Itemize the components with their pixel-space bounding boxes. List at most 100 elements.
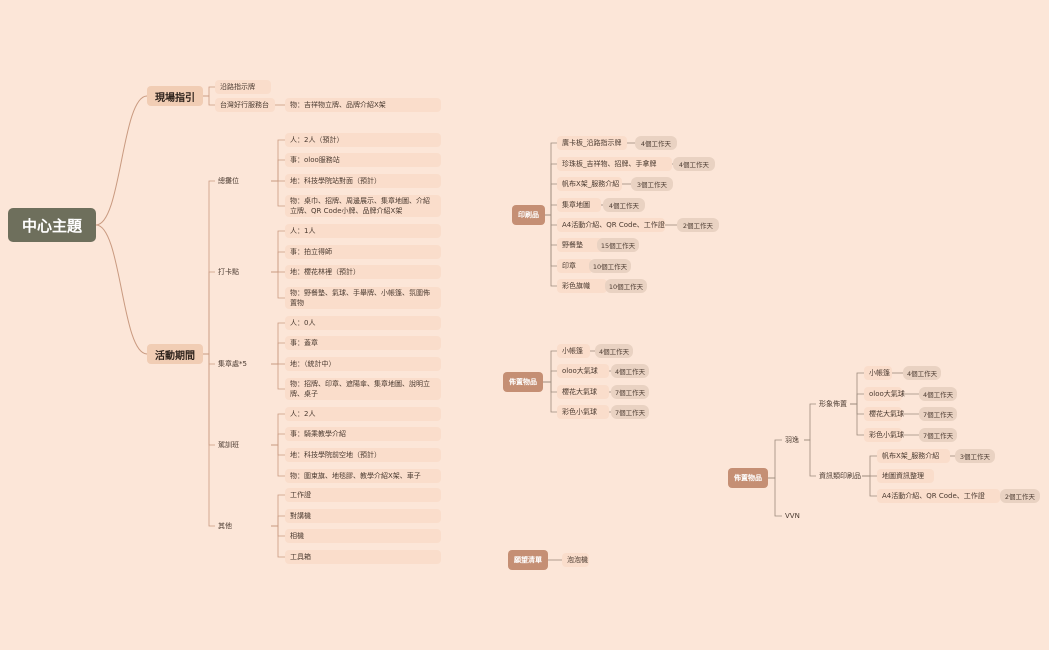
connector-line bbox=[850, 393, 864, 405]
decor-item[interactable]: 彩色小氣球 bbox=[557, 405, 609, 419]
print-item-days: 4個工作天 bbox=[635, 136, 677, 150]
decor-item-days: 7個工作天 bbox=[611, 385, 649, 399]
activity-group[interactable]: 打卡點 bbox=[218, 268, 239, 276]
print-item-days: 4個工作天 bbox=[603, 198, 645, 212]
activity-item[interactable]: 對講機 bbox=[285, 509, 441, 523]
print-item[interactable]: 珍珠板_吉祥物、招牌、手拿牌 bbox=[557, 157, 672, 171]
activity-item[interactable]: 地：（統計中） bbox=[285, 357, 441, 371]
main-topic-activity[interactable]: 活動期間 bbox=[147, 344, 203, 364]
decor2-item-days: 4個工作天 bbox=[919, 387, 957, 401]
decor2-item-days: 2個工作天 bbox=[1000, 489, 1040, 503]
print-item-days: 4個工作天 bbox=[673, 157, 715, 171]
connector-line bbox=[543, 381, 557, 393]
activity-item[interactable]: 地：櫻花林裡（預計） bbox=[285, 265, 441, 279]
connector-line bbox=[203, 95, 215, 106]
print-item[interactable]: 印章 bbox=[557, 259, 593, 273]
decor2-item[interactable]: 小帳篷 bbox=[864, 366, 892, 380]
decor2-item-days: 4個工作天 bbox=[903, 366, 941, 380]
guide-item-detail[interactable]: 物：吉祥物立牌、品牌介紹X架 bbox=[285, 98, 441, 112]
connector-line bbox=[203, 271, 215, 355]
print-item[interactable]: A4活動介紹、QR Code、工作證 bbox=[557, 218, 665, 232]
activity-item[interactable]: 相機 bbox=[285, 529, 441, 543]
connector-line bbox=[271, 159, 285, 182]
activity-item[interactable]: 事：騎乘教學介紹 bbox=[285, 427, 441, 441]
activity-item[interactable]: 物：招牌、印章、遮陽傘、集章地圖、說明立牌、桌子 bbox=[285, 378, 441, 400]
topic-print[interactable]: 印刷品 bbox=[512, 205, 545, 225]
guide-item[interactable]: 沿路指示牌 bbox=[215, 80, 271, 94]
decor2-item[interactable]: 彩色小氣球 bbox=[864, 428, 904, 442]
decor2-group[interactable]: 形象佈置 bbox=[819, 400, 847, 408]
decor2-item-days: 3個工作天 bbox=[955, 449, 995, 463]
connector-line bbox=[545, 214, 557, 287]
print-item-days: 3個工作天 bbox=[631, 177, 673, 191]
activity-item[interactable]: 人：2人（預計） bbox=[285, 133, 441, 147]
decor-item-days: 4個工作天 bbox=[595, 344, 633, 358]
print-item-days: 2個工作天 bbox=[677, 218, 719, 232]
activity-group[interactable]: 集章處*5 bbox=[218, 360, 247, 368]
decor2-item[interactable]: A4活動介紹、QR Code、工作證 bbox=[877, 489, 1000, 503]
print-item-days: 10個工作天 bbox=[589, 259, 631, 273]
decor2-item-days: 7個工作天 bbox=[919, 428, 957, 442]
decor-item-days: 7個工作天 bbox=[611, 405, 649, 419]
guide-item[interactable]: 台灣好行服務台 bbox=[215, 98, 275, 112]
connector-line bbox=[543, 381, 557, 413]
topic-decor[interactable]: 佈置物品 bbox=[503, 372, 543, 392]
activity-item[interactable]: 人：2人 bbox=[285, 407, 441, 421]
activity-item[interactable]: 事：oloo服務站 bbox=[285, 153, 441, 167]
activity-item[interactable]: 物：野餐墊、氣球、手舉牌、小帳篷、氛圍佈置物 bbox=[285, 287, 441, 309]
connector-line bbox=[804, 439, 816, 477]
activity-group[interactable]: 其他 bbox=[218, 522, 232, 530]
print-item[interactable]: 集章地圖 bbox=[557, 198, 601, 212]
decor2-item-days: 7個工作天 bbox=[919, 407, 957, 421]
decor-item[interactable]: 小帳篷 bbox=[557, 344, 590, 358]
activity-item[interactable]: 事：蓋章 bbox=[285, 336, 441, 350]
print-item[interactable]: 帆布X架_服務介紹 bbox=[557, 177, 622, 191]
activity-item[interactable]: 工具箱 bbox=[285, 550, 441, 564]
connector-line bbox=[203, 86, 215, 97]
print-item[interactable]: 野餐墊 bbox=[557, 238, 607, 252]
decor-item[interactable]: 櫻花大氣球 bbox=[557, 385, 609, 399]
connector-line bbox=[543, 350, 557, 383]
connector-line bbox=[203, 353, 215, 527]
activity-item[interactable]: 物：圍束旗、地毯膠、教學介紹X架、車子 bbox=[285, 469, 441, 483]
root-topic[interactable]: 中心主題 bbox=[8, 208, 96, 242]
decor-item[interactable]: oloo大氣球 bbox=[557, 364, 609, 378]
activity-group[interactable]: 總攤位 bbox=[218, 177, 239, 185]
decor2-item[interactable]: oloo大氣球 bbox=[864, 387, 905, 401]
decor2-item[interactable]: 帆布X架_服務介紹 bbox=[877, 449, 950, 463]
connector-line bbox=[271, 180, 285, 207]
activity-item[interactable]: 工作證 bbox=[285, 488, 441, 502]
activity-item[interactable]: 事：拍立得師 bbox=[285, 245, 441, 259]
decor2-branch[interactable]: 羽逸 bbox=[785, 436, 799, 444]
connector-line bbox=[271, 444, 285, 477]
activity-item[interactable]: 物：桌巾、招牌、周邊展示、集章地圖、介紹立牌、QR Code小牌、品牌介紹X架 bbox=[285, 195, 441, 217]
activity-item[interactable]: 地：科技學院前空地（預計） bbox=[285, 448, 441, 462]
connector-line bbox=[95, 95, 148, 226]
main-topic-guide[interactable]: 現場指引 bbox=[147, 86, 203, 106]
topic-decor2[interactable]: 佈置物品 bbox=[728, 468, 768, 488]
activity-item[interactable]: 人：0人 bbox=[285, 316, 441, 330]
connector-line bbox=[850, 403, 864, 436]
wish-item[interactable]: 泡泡機 bbox=[562, 553, 589, 567]
topic-wish[interactable]: 願望清單 bbox=[508, 550, 548, 570]
activity-item[interactable]: 人：1人 bbox=[285, 224, 441, 238]
decor2-branch[interactable]: VVN bbox=[785, 512, 800, 520]
connector-line bbox=[271, 271, 285, 299]
decor2-group[interactable]: 資訊類印刷品 bbox=[819, 472, 861, 480]
activity-item[interactable]: 地：科技學院站對面（預計） bbox=[285, 174, 441, 188]
connector-line bbox=[545, 204, 557, 216]
print-item[interactable]: 廣卡板_沿路指示牌 bbox=[557, 136, 627, 150]
print-item[interactable]: 彩色旗幟 bbox=[557, 279, 607, 293]
connector-line bbox=[768, 439, 782, 479]
activity-group[interactable]: 駕訓班 bbox=[218, 441, 239, 449]
connector-line bbox=[271, 363, 285, 390]
decor2-item[interactable]: 櫻花大氣球 bbox=[864, 407, 904, 421]
connector-line bbox=[862, 475, 877, 497]
decor-item-days: 4個工作天 bbox=[611, 364, 649, 378]
connector-line bbox=[271, 515, 285, 527]
decor2-item[interactable]: 地圖資訊整理 bbox=[877, 469, 934, 483]
connector-line bbox=[543, 370, 557, 383]
print-item-days: 15個工作天 bbox=[597, 238, 639, 252]
print-item-days: 10個工作天 bbox=[605, 279, 647, 293]
